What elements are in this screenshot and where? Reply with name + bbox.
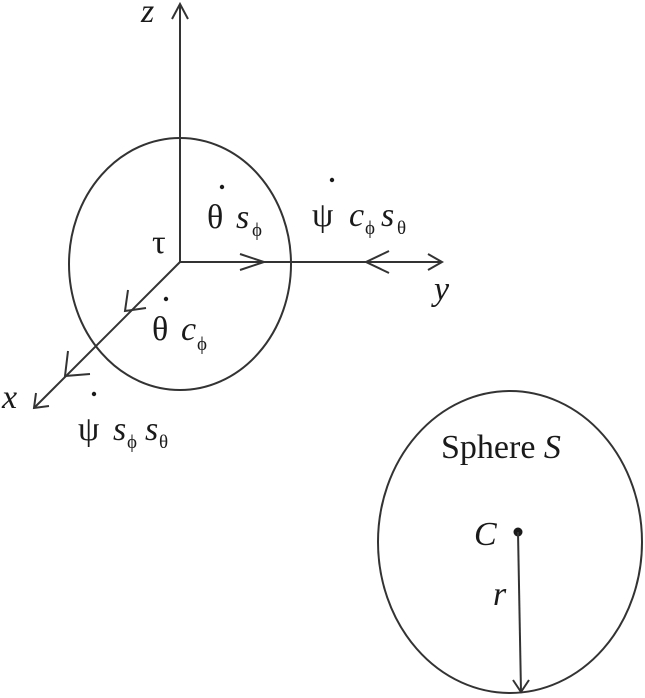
radius-label: r <box>493 576 507 613</box>
y-axis-reverse-arrowhead <box>363 250 390 274</box>
svg-text:c: c <box>349 197 364 234</box>
radius-line <box>517 531 522 693</box>
svg-text:ϕ: ϕ <box>365 218 375 239</box>
svg-text:θ: θ <box>207 199 223 236</box>
x-axis-arrowhead-upper <box>123 289 147 313</box>
dot-accent <box>219 184 225 190</box>
z-axis-label: z <box>140 0 154 30</box>
svg-text:ψ: ψ <box>312 197 333 234</box>
svg-text:ϕ: ϕ <box>127 432 137 453</box>
dot-accent <box>91 391 97 397</box>
svg-text:ϕ: ϕ <box>197 334 207 355</box>
origin-label: τ <box>152 224 166 261</box>
y-axis-arrowhead <box>427 253 445 271</box>
svg-text:s: s <box>236 199 249 236</box>
term-theta-dot-c-phi: θ c ϕ <box>152 296 207 355</box>
term-theta-dot-s-phi: θ s ϕ <box>207 184 262 241</box>
dot-accent <box>329 177 335 183</box>
term-psi-dot-s-phi-s-theta: ψ s ϕ s θ <box>78 391 168 453</box>
x-axis-label: x <box>1 379 17 416</box>
center-label: C <box>474 516 497 553</box>
svg-text:s: s <box>381 197 394 234</box>
svg-text:θ: θ <box>152 311 168 348</box>
y-axis-label: y <box>431 271 450 308</box>
sphere-s-outline <box>377 390 643 694</box>
svg-text:s: s <box>113 411 126 448</box>
y-axis-inner-arrowhead <box>239 253 268 271</box>
svg-text:s: s <box>145 411 158 448</box>
svg-text:θ: θ <box>397 218 406 239</box>
svg-text:ψ: ψ <box>78 411 99 448</box>
x-axis-arrowhead-lower <box>63 350 91 378</box>
svg-text:θ: θ <box>159 432 168 453</box>
term-psi-dot-c-phi-s-theta: ψ c ϕ s θ <box>312 177 406 239</box>
radius-arrowhead <box>512 679 530 694</box>
svg-text:c: c <box>181 311 196 348</box>
x-axis-arrowhead <box>32 392 50 410</box>
sphere-label: Sphere S <box>441 429 561 466</box>
svg-text:ϕ: ϕ <box>252 220 262 241</box>
x-axis <box>33 261 181 409</box>
dot-accent <box>163 296 169 302</box>
z-axis-arrowhead <box>171 1 189 20</box>
